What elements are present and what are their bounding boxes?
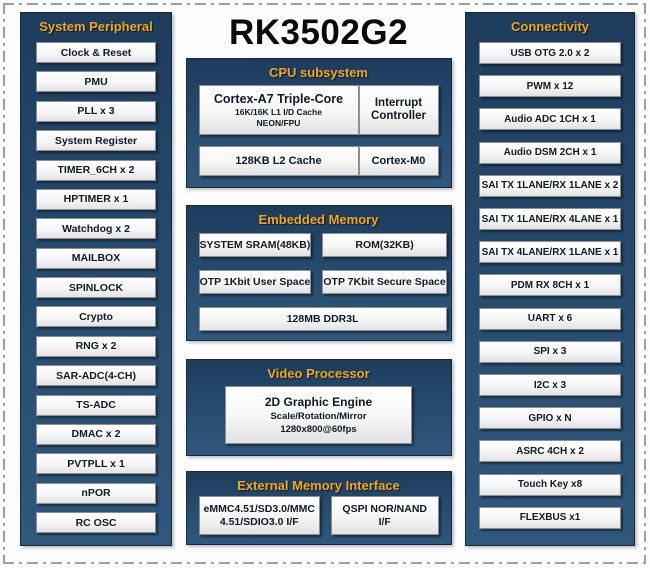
embedded-memory-panel: Embedded Memory SYSTEM SRAM(48KB) ROM(32… [185,205,452,343]
connectivity-box: SPI x 3 [479,340,621,363]
connectivity-panel: Connectivity USB OTG 2.0 x 2 PWM x 12 Audi… [465,12,635,546]
video-processor-title: Video Processor [267,366,370,381]
connectivity-box: Touch Key x8 [479,473,621,496]
cortex-a7-label: Cortex-A7 Triple-Core [213,91,344,106]
graphic-engine-features-label: Scale/Rotation/Mirror [270,411,367,422]
ddr3l-box: 128MB DDR3L [198,307,447,331]
rom-box: ROM(32KB) [322,233,447,257]
peripheral-box: Clock & Reset [36,42,156,63]
graphic-engine-label: 2D Graphic Engine [264,395,373,409]
cpu-subsystem-title: CPU subsystem [269,65,368,80]
system-peripheral-title: System Peripheral [39,19,153,34]
emmc-sd-label-line2: 4.51/SDIO3.0 I/F [219,515,299,528]
connectivity-box: SAI TX 1LANE/RX 4LANE x 1 [479,208,621,231]
external-memory-title: External Memory Interface [237,478,400,493]
embedded-memory-title: Embedded Memory [258,212,379,227]
connectivity-box: ASRC 4CH x 2 [479,440,621,463]
peripheral-box: TIMER_6CH x 2 [36,159,156,181]
dashed-border-top [3,3,647,5]
connectivity-box: GPIO x N [479,407,621,430]
embedded-memory-grid: SYSTEM SRAM(48KB) ROM(32KB) OTP 1Kbit Us… [187,229,451,343]
connectivity-box: SAI TX 1LANE/RX 1LANE x 2 [479,174,621,197]
external-memory-panel: External Memory Interface eMMC4.51/SD3.0… [185,471,452,545]
graphic-engine-box: 2D Graphic Engine Scale/Rotation/Mirror … [225,386,412,444]
peripheral-box: PVTPLL x 1 [36,453,156,475]
peripheral-box: System Register [36,130,156,152]
dashed-border-right [644,3,646,564]
dashed-border-left [3,3,5,564]
connectivity-box: PDM RX 8CH x 1 [479,274,621,297]
chip-title: RK3502G2 [228,13,409,52]
external-memory-grid: eMMC4.51/SD3.0/MMC 4.51/SDIO3.0 I/F QSPI… [187,495,451,544]
connectivity-box: PWM x 12 [479,75,621,98]
peripheral-box: HPTIMER x 1 [36,188,156,210]
video-processor-body: 2D Graphic Engine Scale/Rotation/Mirror … [187,383,451,455]
peripheral-box: TS-ADC [36,394,156,416]
peripheral-box: PLL x 3 [36,100,156,122]
cortex-a7-cache-label: 16K/16K L1 I/D Cache [235,106,322,117]
peripheral-box: RC OSC [36,512,156,533]
emmc-sd-label-line1: eMMC4.51/SD3.0/MMC [203,502,315,515]
qspi-nor-nand-box: QSPI NOR/NAND I/F [330,496,439,535]
cortex-a7-box: Cortex-A7 Triple-Core 16K/16K L1 I/D Cac… [198,85,359,135]
l2-cache-box: 128KB L2 Cache [198,146,359,176]
graphic-engine-resolution-label: 1280x800@60fps [280,424,357,435]
connectivity-box: I2C x 3 [479,374,621,397]
peripheral-box: SPINLOCK [36,277,156,298]
video-processor-panel: Video Processor 2D Graphic Engine Scale/… [185,359,452,456]
peripheral-box: DMAC x 2 [36,423,156,445]
peripheral-box: Watchdog x 2 [36,218,156,240]
otp-secure-space-box: OTP 7Kbit Secure Space [322,270,447,294]
cpu-subsystem-grid: Cortex-A7 Triple-Core 16K/16K L1 I/D Cac… [187,82,451,187]
peripheral-box: nPOR [36,482,156,504]
connectivity-box: USB OTG 2.0 x 2 [479,42,621,64]
peripheral-box: PMU [36,71,156,93]
cortex-m0-box: Cortex-M0 [358,146,439,176]
connectivity-box: SAI TX 4LANE/RX 1LANE x 1 [479,241,621,264]
connectivity-title: Connectivity [510,19,589,34]
peripheral-box: SAR-ADC(4-CH) [36,365,156,387]
interrupt-controller-box: Interrupt Controller [358,85,439,135]
center-column: RK3502G2 CPU subsystem Cortex-A7 Triple-… [185,12,452,546]
emmc-sd-box: eMMC4.51/SD3.0/MMC 4.51/SDIO3.0 I/F [198,496,320,535]
cortex-a7-neon-label: NEON/FPU [256,117,301,128]
system-sram-box: SYSTEM SRAM(48KB) [198,233,312,257]
dashed-border-bottom [3,562,647,564]
connectivity-box: UART x 6 [479,307,621,330]
peripheral-box: MAILBOX [36,247,156,269]
connectivity-list: USB OTG 2.0 x 2 PWM x 12 Audio ADC 1CH x 1… [466,36,634,545]
connectivity-box: Audio ADC 1CH x 1 [479,108,621,131]
connectivity-box: Audio DSM 2CH x 1 [479,141,621,164]
cpu-subsystem-panel: CPU subsystem Cortex-A7 Triple-Core 16K/… [185,58,452,188]
peripheral-box: RNG x 2 [36,335,156,357]
connectivity-box: FLEXBUS x1 [479,506,621,529]
otp-user-space-box: OTP 1Kbit User Space [198,270,312,294]
peripheral-box: Crypto [36,306,156,328]
